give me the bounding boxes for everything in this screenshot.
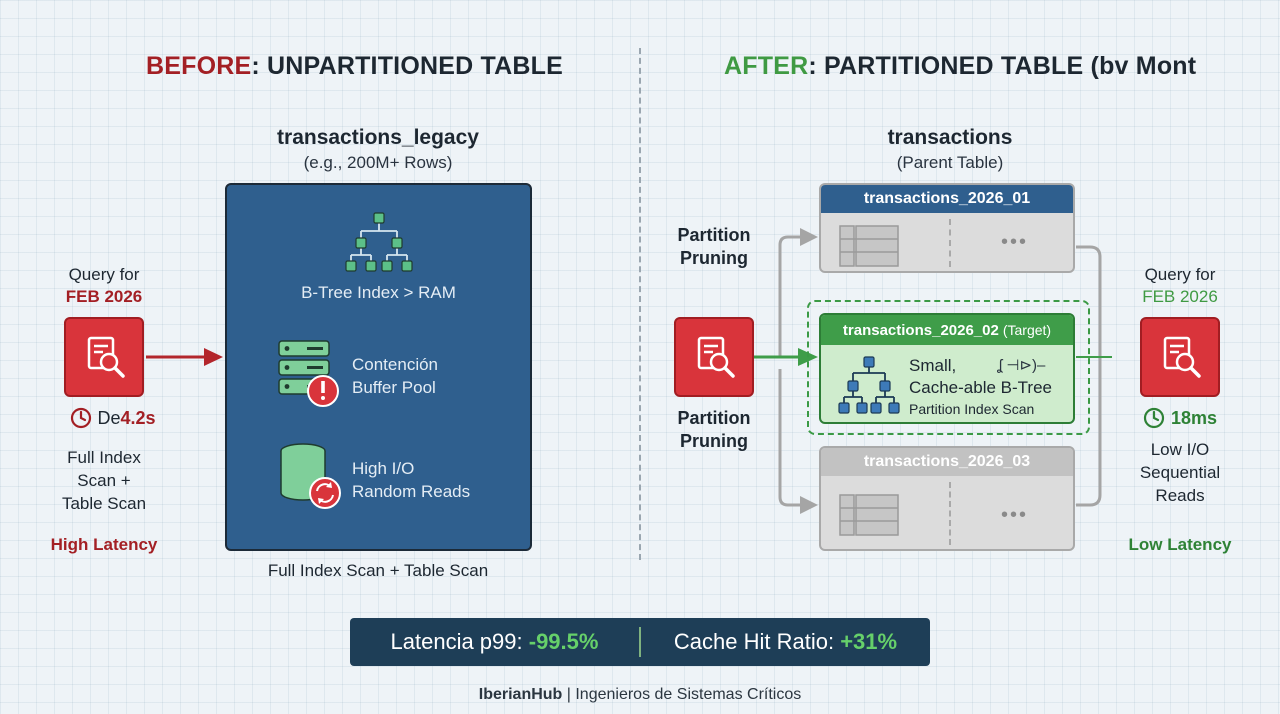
metrics-separator <box>639 627 641 657</box>
after-query-date-display: FEB 2026 <box>1142 287 1218 306</box>
latency-metric: Latencia p99: -99.5% <box>350 629 639 655</box>
contention-line-2: Buffer Pool <box>352 378 436 397</box>
pruning-label-bottom: Partition Pruning <box>652 407 776 453</box>
io-line-2: Random Reads <box>352 482 471 501</box>
pruning-top-line-1: Partition <box>677 225 751 245</box>
legacy-table-note: (e.g., 200M+ Rows) <box>303 153 453 172</box>
target-name: transactions_2026_02 <box>842 321 999 339</box>
io-line-1: High I/O <box>352 459 415 478</box>
legacy-table-box: B-Tree Index > RAM Contención Buffer Poo… <box>225 183 532 551</box>
io-line-3: Reads <box>1155 486 1205 505</box>
before-query-date: FEB 2026 <box>65 287 143 306</box>
after-time: 18ms <box>1125 405 1235 431</box>
partition-01-name: transactions_2026_01 <box>821 185 1073 213</box>
pruning-bottom-line-2: Pruning <box>680 431 748 451</box>
target-squiggle: ʆ ⊣⊳)– <box>997 357 1046 374</box>
clock-icon <box>1143 407 1165 429</box>
footer-separator: | <box>562 686 576 703</box>
legacy-table-name: transactions_legacy <box>277 126 479 149</box>
after-heading: AFTER: PARTITIONED TABLE (bv Month <box>724 52 1196 81</box>
btree-icon <box>345 212 413 272</box>
more-icon: ••• <box>1001 504 1029 526</box>
target-highlight <box>807 300 1090 435</box>
partition-01-body: ••• <box>821 213 1073 271</box>
before-query-arrow <box>146 348 223 366</box>
pruning-label-top: Partition Pruning <box>652 224 776 270</box>
io-line-1: Low I/O <box>1150 440 1210 459</box>
cache-metric-label: Cache Hit Ratio: <box>673 629 841 654</box>
after-io-text: Low I/O Sequential Reads <box>1110 438 1250 507</box>
partition-2026-03[interactable]: transactions_2026_03 ••• <box>819 446 1075 551</box>
target-header: transactions_2026_02(Target) <box>821 315 1073 345</box>
before-scan-text: Full Index Scan + Table Scan <box>34 446 174 515</box>
after-query-button-left[interactable] <box>674 317 754 397</box>
scan-line-1: Full Index <box>67 448 141 467</box>
footer: IberianHub | Ingenieros de Sistemas Crít… <box>0 686 1280 704</box>
footer-brand: IberianHub <box>478 686 563 703</box>
before-latency: High Latency <box>50 535 158 554</box>
query-search-icon <box>697 336 735 378</box>
section-divider <box>639 48 641 560</box>
io-line-2: Sequential <box>1139 463 1221 482</box>
latency-metric-value: -99.5% <box>528 629 599 654</box>
before-time-value: 4.2s <box>120 407 156 428</box>
before-time: De 4.2s <box>58 405 168 431</box>
partition-2026-02-target[interactable]: transactions_2026_02(Target) Small, ʆ ⊣⊳… <box>819 313 1075 424</box>
target-line-1: Small, <box>909 356 957 375</box>
after-time-value: 18ms <box>1170 407 1218 428</box>
scan-line-2: Scan + <box>77 471 131 490</box>
partition-03-body: ••• <box>821 476 1073 549</box>
server-warning-icon <box>278 340 339 407</box>
parent-table-note: (Parent Table) <box>896 153 1004 172</box>
metrics-bar: Latencia p99: -99.5% Cache Hit Ratio: +3… <box>350 618 930 666</box>
footer-tagline: Ingenieros de Sistemas Críticos <box>575 686 802 703</box>
cache-metric: Cache Hit Ratio: +31% <box>641 629 930 655</box>
target-tag: (Target) <box>1002 322 1052 338</box>
partition-2026-01[interactable]: transactions_2026_01 ••• <box>819 183 1075 273</box>
query-search-icon <box>1163 336 1201 378</box>
after-query-button-right[interactable] <box>1140 317 1220 397</box>
after-heading-rest: : PARTITIONED TABLE (bv Month <box>808 52 1196 80</box>
contention-label: Contención Buffer Pool <box>352 353 522 399</box>
more-icon: ••• <box>1001 231 1029 253</box>
before-query-button[interactable] <box>64 317 144 397</box>
io-label: High I/O Random Reads <box>352 457 522 503</box>
pruning-connectors <box>754 228 1112 514</box>
target-line-2: Cache-able B-Tree <box>909 378 1052 397</box>
query-search-icon <box>87 336 125 378</box>
arrow-to-partition-03 <box>800 496 818 514</box>
parent-table-name: transactions <box>887 126 1013 149</box>
legacy-caption: Full Index Scan + Table Scan <box>267 561 489 580</box>
after-latency: Low Latency <box>1128 535 1232 554</box>
before-time-prefix: De <box>97 407 121 428</box>
before-query-label: Query for <box>68 265 140 284</box>
after-query-label: Query for <box>1144 265 1216 284</box>
database-refresh-icon <box>280 443 341 509</box>
before-heading: BEFORE: UNPARTITIONED TABLE <box>146 52 563 81</box>
before-heading-prefix: BEFORE <box>146 52 252 80</box>
pruning-bottom-line-1: Partition <box>677 408 751 428</box>
btree-label: B-Tree Index > RAM <box>301 283 456 302</box>
before-heading-rest: : UNPARTITIONED TABLE <box>251 52 563 80</box>
partition-01-divider <box>949 219 951 267</box>
target-line-3: Partition Index Scan <box>909 401 1035 417</box>
latency-metric-label: Latencia p99: <box>390 629 529 654</box>
partition-03-name: transactions_2026_03 <box>821 448 1073 476</box>
btree-icon <box>838 356 900 414</box>
table-grid-icon <box>839 225 899 267</box>
clock-icon <box>71 407 92 429</box>
arrow-to-partition-01 <box>800 228 818 246</box>
partition-03-divider <box>949 482 951 545</box>
cache-metric-value: +31% <box>840 629 898 654</box>
after-heading-prefix: AFTER <box>724 52 809 80</box>
table-grid-icon <box>839 494 899 536</box>
scan-line-3: Table Scan <box>61 494 147 513</box>
contention-line-1: Contención <box>352 355 439 374</box>
pruning-top-line-2: Pruning <box>680 248 748 268</box>
